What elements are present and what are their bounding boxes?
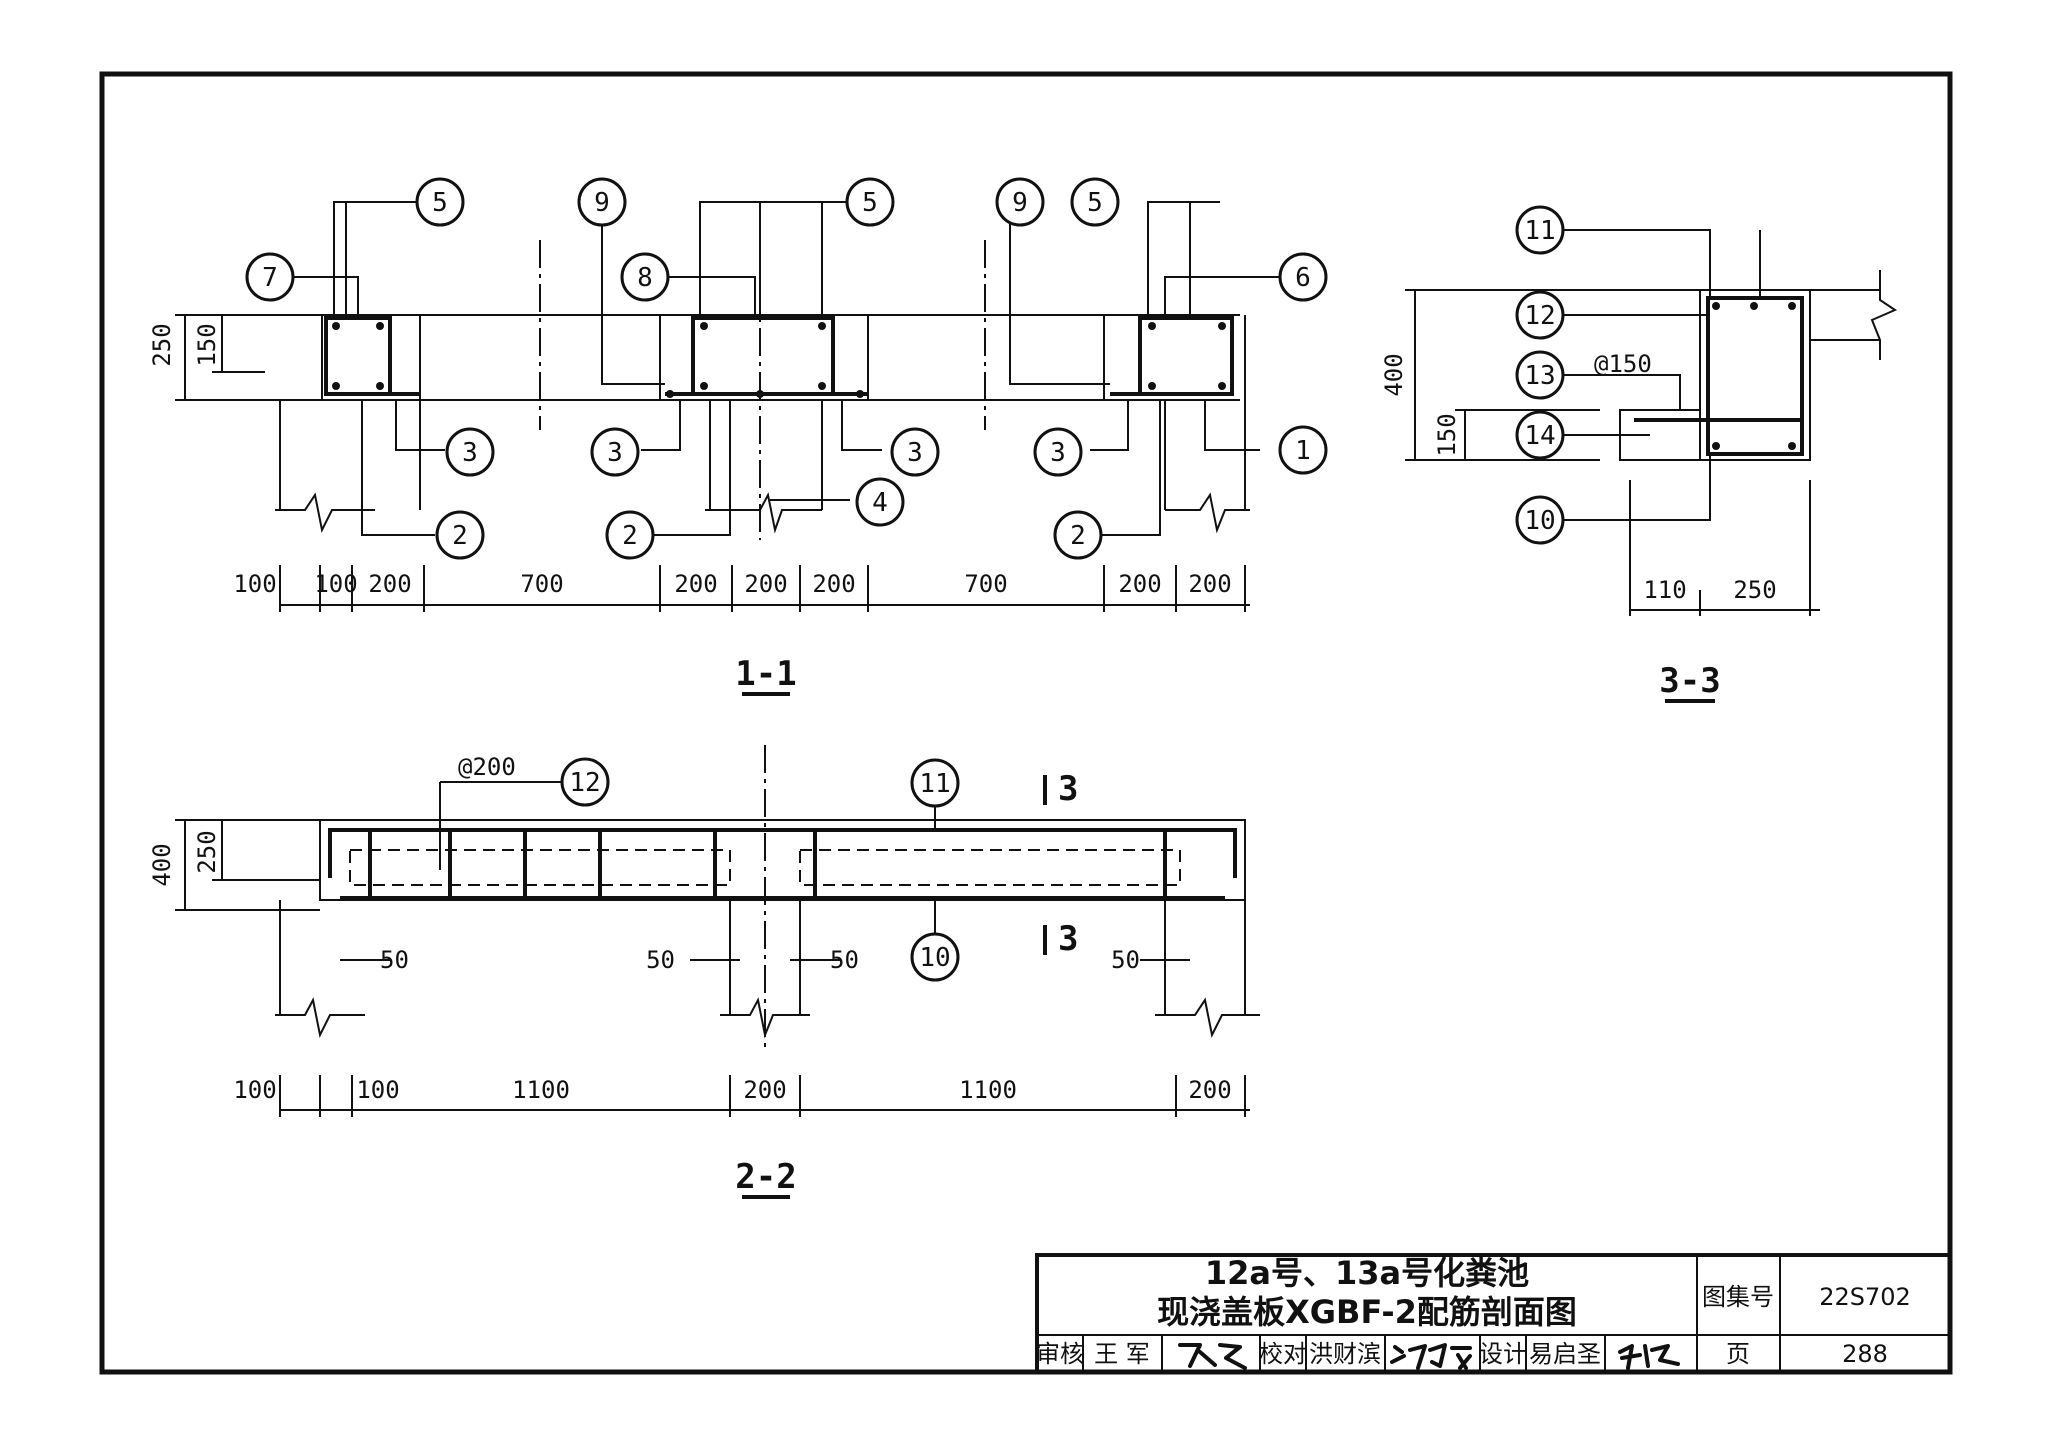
dim-100: 100 <box>233 1076 276 1104</box>
section-2-2-bubbles: 12 11 10 @200 3 3 <box>458 753 1078 982</box>
dim-400: 400 <box>1380 353 1408 396</box>
dim-50: 50 <box>380 946 409 974</box>
dim-400: 400 <box>148 843 176 886</box>
section-label-1-1: 1-1 <box>735 654 796 694</box>
dim-200: 200 <box>744 570 787 598</box>
title-block: 12a号、13a号化粪池 现浇盖板XGBF-2配筋剖面图 图集号 22S702 … <box>1035 1253 1952 1374</box>
note-at200: @200 <box>458 753 516 781</box>
bubble-14: 14 <box>1524 421 1555 451</box>
bubble-5: 5 <box>1087 188 1103 218</box>
bubble-1: 1 <box>1295 436 1311 466</box>
bubble-5: 5 <box>432 188 448 218</box>
bubble-3: 3 <box>462 438 478 468</box>
dim-100: 100 <box>233 570 276 598</box>
dim-200: 200 <box>812 570 855 598</box>
bubble-12: 12 <box>1524 301 1555 331</box>
section-2-2 <box>275 745 1260 1050</box>
design-label: 设计 <box>1479 1340 1527 1368</box>
dim-700: 700 <box>520 570 563 598</box>
dim-1100: 1100 <box>959 1076 1017 1104</box>
drawing-title-line1: 12a号、13a号化粪池 <box>1205 1254 1529 1292</box>
bubble-3: 3 <box>907 438 923 468</box>
section-3-3-bubbles: 11 12 13 14 10 @150 <box>1515 205 1652 545</box>
atlas-number: 22S702 <box>1819 1283 1911 1311</box>
bubble-3: 3 <box>607 438 623 468</box>
dim-110: 110 <box>1643 576 1686 604</box>
section-1-1 <box>265 201 1280 540</box>
dim-200: 200 <box>1118 570 1161 598</box>
designer-signature <box>1618 1344 1680 1370</box>
bubble-3: 3 <box>1050 438 1066 468</box>
checker-signature <box>1390 1343 1472 1370</box>
bubble-7: 7 <box>262 263 278 293</box>
bubble-13: 13 <box>1524 361 1555 391</box>
drawing-title-line2: 现浇盖板XGBF-2配筋剖面图 <box>1157 1293 1577 1331</box>
drawing-frame <box>99 71 1953 1375</box>
bubble-4: 4 <box>872 488 888 518</box>
section-2-2-dimensions: 400 250 50 50 50 50 100 100 1100 200 110… <box>148 819 1250 1117</box>
dim-100: 100 <box>314 570 357 598</box>
reviewer-name: 王 军 <box>1094 1340 1150 1368</box>
dim-250: 250 <box>193 830 221 873</box>
dim-1100: 1100 <box>512 1076 570 1104</box>
dim-200: 200 <box>1188 1076 1231 1104</box>
section-mark-bottom: 3 <box>1058 919 1078 959</box>
dim-200: 200 <box>1188 570 1231 598</box>
reviewer-signature <box>1178 1343 1247 1370</box>
dim-50: 50 <box>646 946 675 974</box>
bubble-10: 10 <box>1524 506 1555 536</box>
section-mark-top: 3 <box>1058 769 1078 809</box>
section-1-1-bubbles: 5 9 5 9 5 7 8 6 3 3 3 3 1 4 2 2 2 <box>245 177 1328 560</box>
dim-100: 100 <box>356 1076 399 1104</box>
check-label: 校对 <box>1259 1340 1307 1368</box>
bubble-11: 11 <box>1524 216 1555 246</box>
bubble-12: 12 <box>569 768 600 798</box>
note-at150: @150 <box>1594 350 1652 378</box>
dim-250: 250 <box>1733 576 1776 604</box>
dim-200: 200 <box>743 1076 786 1104</box>
bubble-9: 9 <box>1012 188 1028 218</box>
dim-700: 700 <box>964 570 1007 598</box>
section-3-3-dimensions: 400 150 110 250 <box>1380 289 1820 616</box>
atlas-label: 图集号 <box>1702 1283 1774 1311</box>
review-label: 审核 <box>1036 1340 1084 1368</box>
dim-150: 150 <box>193 323 221 366</box>
page-number: 288 <box>1842 1340 1888 1368</box>
dim-200: 200 <box>368 570 411 598</box>
section-3-3 <box>1562 229 1898 600</box>
checker-name: 洪财滨 <box>1309 1340 1381 1368</box>
bubble-5: 5 <box>862 188 878 218</box>
dim-50: 50 <box>830 946 859 974</box>
bubble-10: 10 <box>919 943 950 973</box>
section-label-2-2: 2-2 <box>735 1157 796 1197</box>
dim-250: 250 <box>148 323 176 366</box>
bubble-2: 2 <box>452 521 468 551</box>
bubble-6: 6 <box>1295 263 1311 293</box>
dim-150: 150 <box>1433 413 1461 456</box>
bubble-9: 9 <box>594 188 610 218</box>
bubble-8: 8 <box>637 263 653 293</box>
section-1-1-dimensions: 250 150 100 100 200 700 200 200 200 700 … <box>148 314 1250 612</box>
dim-200: 200 <box>674 570 717 598</box>
dim-50: 50 <box>1111 946 1140 974</box>
section-label-3-3: 3-3 <box>1659 661 1720 701</box>
page-label: 页 <box>1726 1340 1750 1368</box>
bubble-2: 2 <box>1070 521 1086 551</box>
designer-name: 易启圣 <box>1529 1340 1601 1368</box>
bubble-2: 2 <box>622 521 638 551</box>
bubble-11: 11 <box>919 769 950 799</box>
